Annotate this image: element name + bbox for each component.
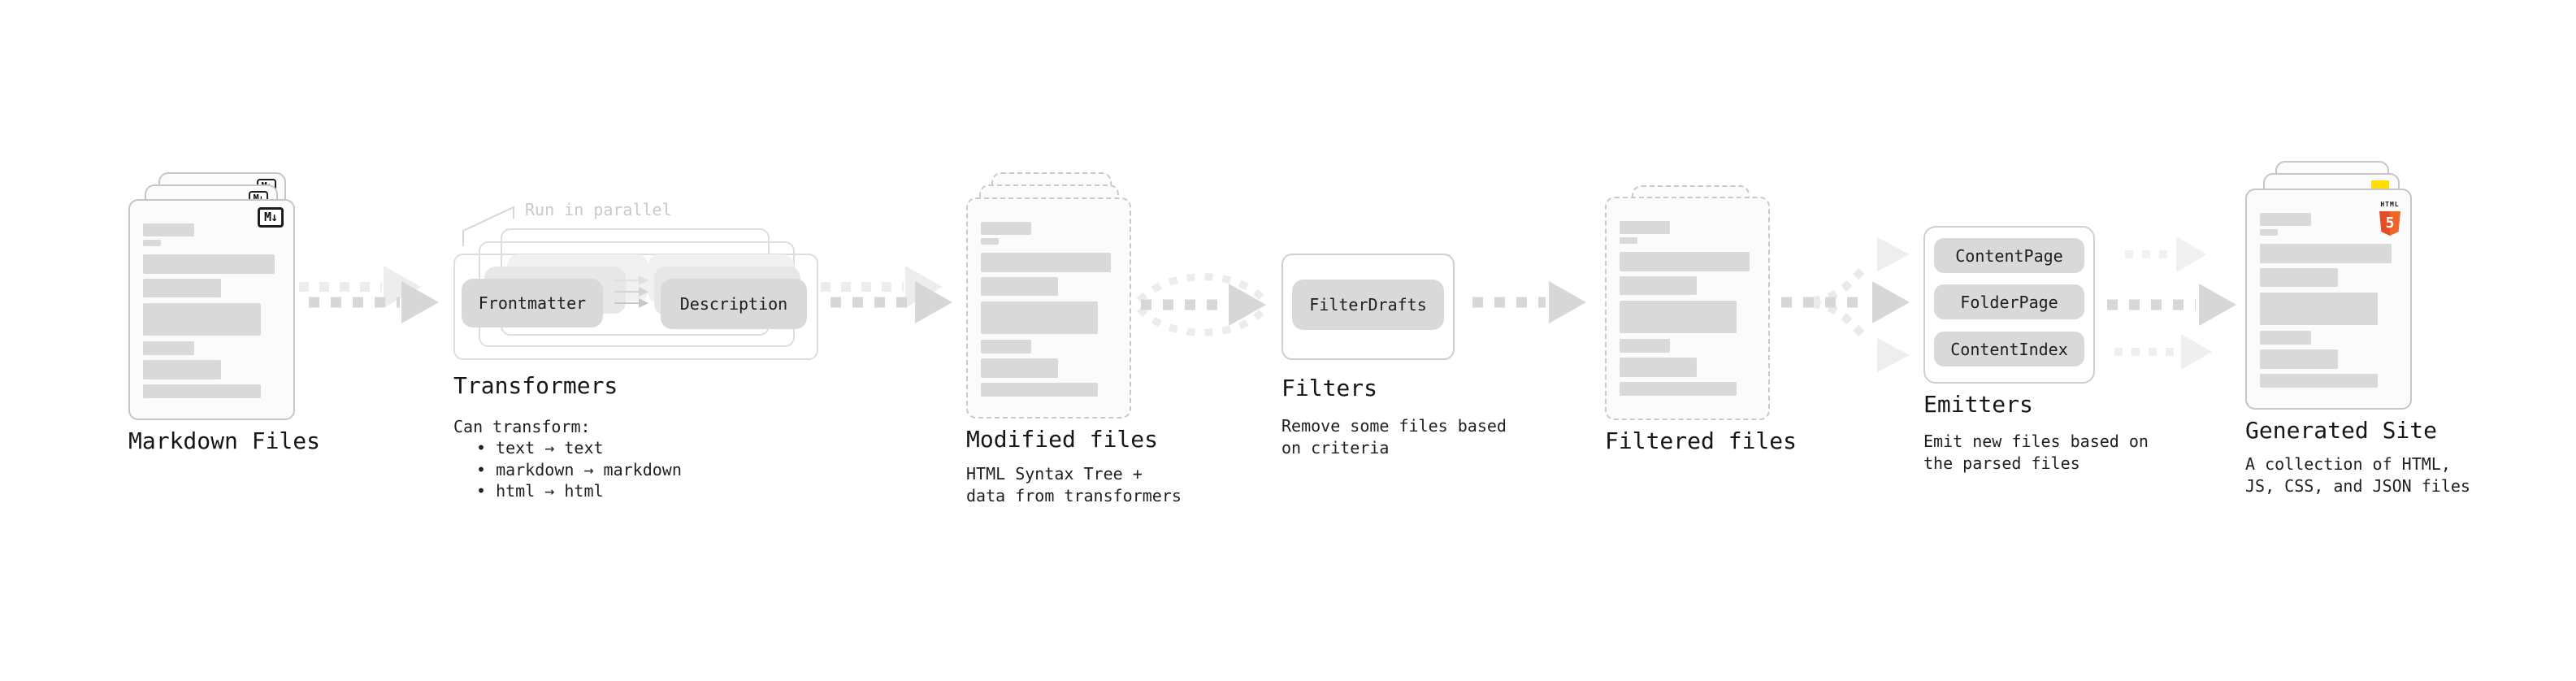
arrow-modified-to-filters-icon xyxy=(1136,273,1268,336)
arrow-markdown-to-transformers-icon xyxy=(299,266,439,323)
arrow-transformers-to-modified-icon xyxy=(821,266,952,323)
markdown-icon: M↓ xyxy=(257,207,284,228)
stage-label-filters: Filters xyxy=(1281,375,1378,401)
stage-label-filtered-files: Filtered files xyxy=(1605,427,1798,454)
emitters-caption-2: the parsed files xyxy=(1923,453,2080,473)
document-card-front: M↓ xyxy=(128,199,295,420)
document-text-placeholder xyxy=(2260,213,2397,388)
document-text-placeholder xyxy=(981,222,1117,397)
transformers-bullet-1: • text → text xyxy=(476,438,604,458)
document-card-front xyxy=(1605,197,1770,420)
run-in-parallel-note: Run in parallel xyxy=(525,200,672,219)
transformer-pill-frontmatter: Frontmatter xyxy=(462,279,603,327)
arrow-emitters-to-site-icon xyxy=(2107,236,2236,370)
emitter-pill-folderpage: FolderPage xyxy=(1934,284,2084,319)
document-card-front xyxy=(966,197,1131,419)
arrow-filtered-to-emitters-icon xyxy=(1781,237,1910,372)
document-text-placeholder xyxy=(143,223,280,398)
emitters-caption-1: Emit new files based on xyxy=(1923,432,2149,451)
document-card-front: HTML 5 xyxy=(2245,189,2412,410)
html5-icon: HTML 5 xyxy=(2379,194,2401,236)
filters-caption-1: Remove some files based xyxy=(1281,416,1507,436)
transformer-pill-description: Description xyxy=(661,279,807,329)
transformers-caption-title: Can transform: xyxy=(453,417,591,436)
modified-files-caption-2: data from transformers xyxy=(966,486,1182,505)
emitter-pill-contentpage: ContentPage xyxy=(1934,238,2084,273)
document-text-placeholder xyxy=(1620,221,1755,396)
stage-label-transformers: Transformers xyxy=(453,372,618,399)
stage-label-emitters: Emitters xyxy=(1923,391,2033,418)
generated-site-caption-2: JS, CSS, and JSON files xyxy=(2245,476,2470,496)
arrow-filters-to-filtered-icon xyxy=(1472,281,1586,323)
emitter-pill-contentindex: ContentIndex xyxy=(1934,332,2084,367)
filters-caption-2: on criteria xyxy=(1281,438,1390,458)
stage-label-generated-site: Generated Site xyxy=(2245,417,2438,444)
stage-label-modified-files: Modified files xyxy=(966,426,1159,453)
stage-label-markdown-files: Markdown Files xyxy=(128,427,321,454)
generated-site-caption-1: A collection of HTML, xyxy=(2245,454,2451,474)
modified-files-caption-1: HTML Syntax Tree + xyxy=(966,464,1143,484)
transformers-bullet-2: • markdown → markdown xyxy=(476,460,682,479)
js-icon xyxy=(2371,180,2389,189)
filter-pill-filterdrafts: FilterDrafts xyxy=(1292,280,1444,330)
transformers-bullet-3: • html → html xyxy=(476,481,604,501)
